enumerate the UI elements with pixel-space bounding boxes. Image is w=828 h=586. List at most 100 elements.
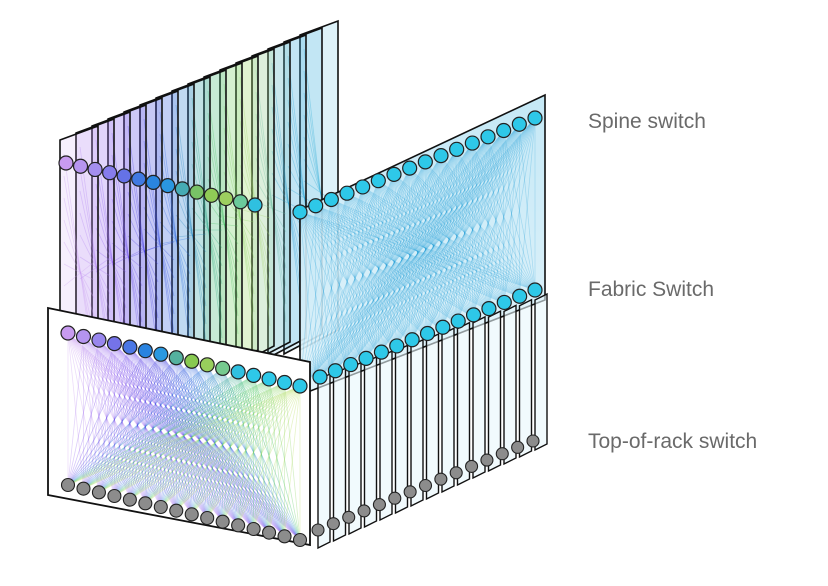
fabric-tor-link [129,368,223,500]
fabric-tor-link [222,385,301,522]
fabric-tor-link [67,343,115,486]
tor-switch-node [434,472,448,486]
fabric-tor-link [98,368,223,493]
fabric-tor-link [67,371,239,486]
spine-fabric-link [503,117,536,304]
spine-fabric-link [331,199,442,331]
spine-fabric-link [346,193,395,351]
spine-fabric-link [378,149,457,357]
spine-fabric-link [315,199,332,384]
spine-fabric-link [362,142,473,364]
fabric-tor-link [160,354,224,522]
spine-fabric-link [456,130,505,324]
spine-fabric-link [299,211,317,384]
spine-fabric-link [315,155,442,384]
spine-fabric-link [393,155,442,351]
fabric-switch-node [292,378,308,394]
plane-link [111,242,143,269]
spine-fabric-link [299,211,504,304]
fabric-tor-link [175,368,224,511]
fabric-tor-link [144,361,193,504]
spine-fabric-link [315,205,457,324]
tor-switch-node [449,466,463,480]
plane-link [207,90,239,335]
spine-fabric-link [299,211,457,324]
spine-fabric-link [299,211,332,377]
fabric-tor-link [175,385,301,511]
fabric-tor-link [206,382,285,519]
fabric-tor-link [114,364,208,497]
pod-plane [472,315,486,480]
fabric-tor-link [98,339,162,508]
fabric-tor-link [83,336,177,511]
fabric-switch-node [527,282,543,298]
spine-fabric-link [331,199,504,304]
spine-fabric-link [315,205,504,304]
spine-fabric-link [346,124,520,371]
fabric-tor-link [83,357,177,489]
fabric-tor-link [83,336,270,533]
spine-fabric-link [471,142,520,297]
spine-fabric-link [299,180,379,391]
spine-fabric-link [409,155,442,344]
fabric-tor-link [98,382,285,493]
plane-link [63,263,95,281]
plane-link [79,234,111,295]
spine-fabric-link [456,149,520,297]
spine-fabric-link [331,130,504,377]
plane-link [175,126,207,325]
fabric-tor-link [98,361,193,493]
tor-switch-node [311,523,325,537]
fabric-tor-link [83,336,239,526]
pod-plane-frame [487,310,502,473]
fabric-tor-link [114,343,239,526]
spine-fabric-link [487,124,520,311]
spine-fabric-link [440,117,536,331]
fabric-tor-link [145,385,301,504]
fabric-tor-link [114,350,146,497]
spine-fabric-link [471,117,536,317]
spine-fabric-link [393,149,458,351]
spine-fabric-link [377,161,426,357]
fabric-tor-link [237,385,301,526]
spine-fabric-link [315,205,332,377]
plane-link [63,197,95,335]
plane-link [95,183,127,327]
fabric-switch-node [106,336,123,352]
spine-fabric-link [299,155,442,391]
fabric-tor-link [222,368,239,526]
pod-plane [534,292,548,452]
tor-switch-node [169,503,184,518]
fabric-tor-link [67,350,146,486]
spine-switch-node [58,155,74,171]
spine-fabric-link [315,149,457,384]
plane-link [255,91,287,305]
pod-plane-frame [534,292,548,452]
spine-fabric-link [315,193,348,384]
spine-fabric-link [377,155,442,357]
spine-fabric-link [331,199,410,344]
plane-link [207,156,239,281]
fabric-tor-link [222,371,239,522]
fabric-switch-node [512,288,528,304]
fabric-switch-node [481,301,497,317]
plane-link [223,215,255,223]
spine-fabric-link [346,192,536,291]
fabric-tor-link [83,336,100,493]
fabric-tor-link [98,350,146,493]
fabric-tor-link [114,378,270,497]
fabric-tor-link [67,375,254,486]
spine-fabric-link [330,199,348,371]
fabric-switch-node [450,313,466,329]
plane-link [207,222,239,227]
fabric-tor-link [83,378,270,490]
spine-fabric-link [346,149,457,371]
fabric-tor-link [222,368,254,530]
plane-link [95,161,127,345]
spine-fabric-link [393,174,426,337]
fabric-switch-node [419,325,436,342]
tor-switch-node [403,485,417,499]
fabric-tor-link [237,382,285,526]
spine-switch-node [355,179,371,195]
fabric-switch-node [168,350,184,366]
